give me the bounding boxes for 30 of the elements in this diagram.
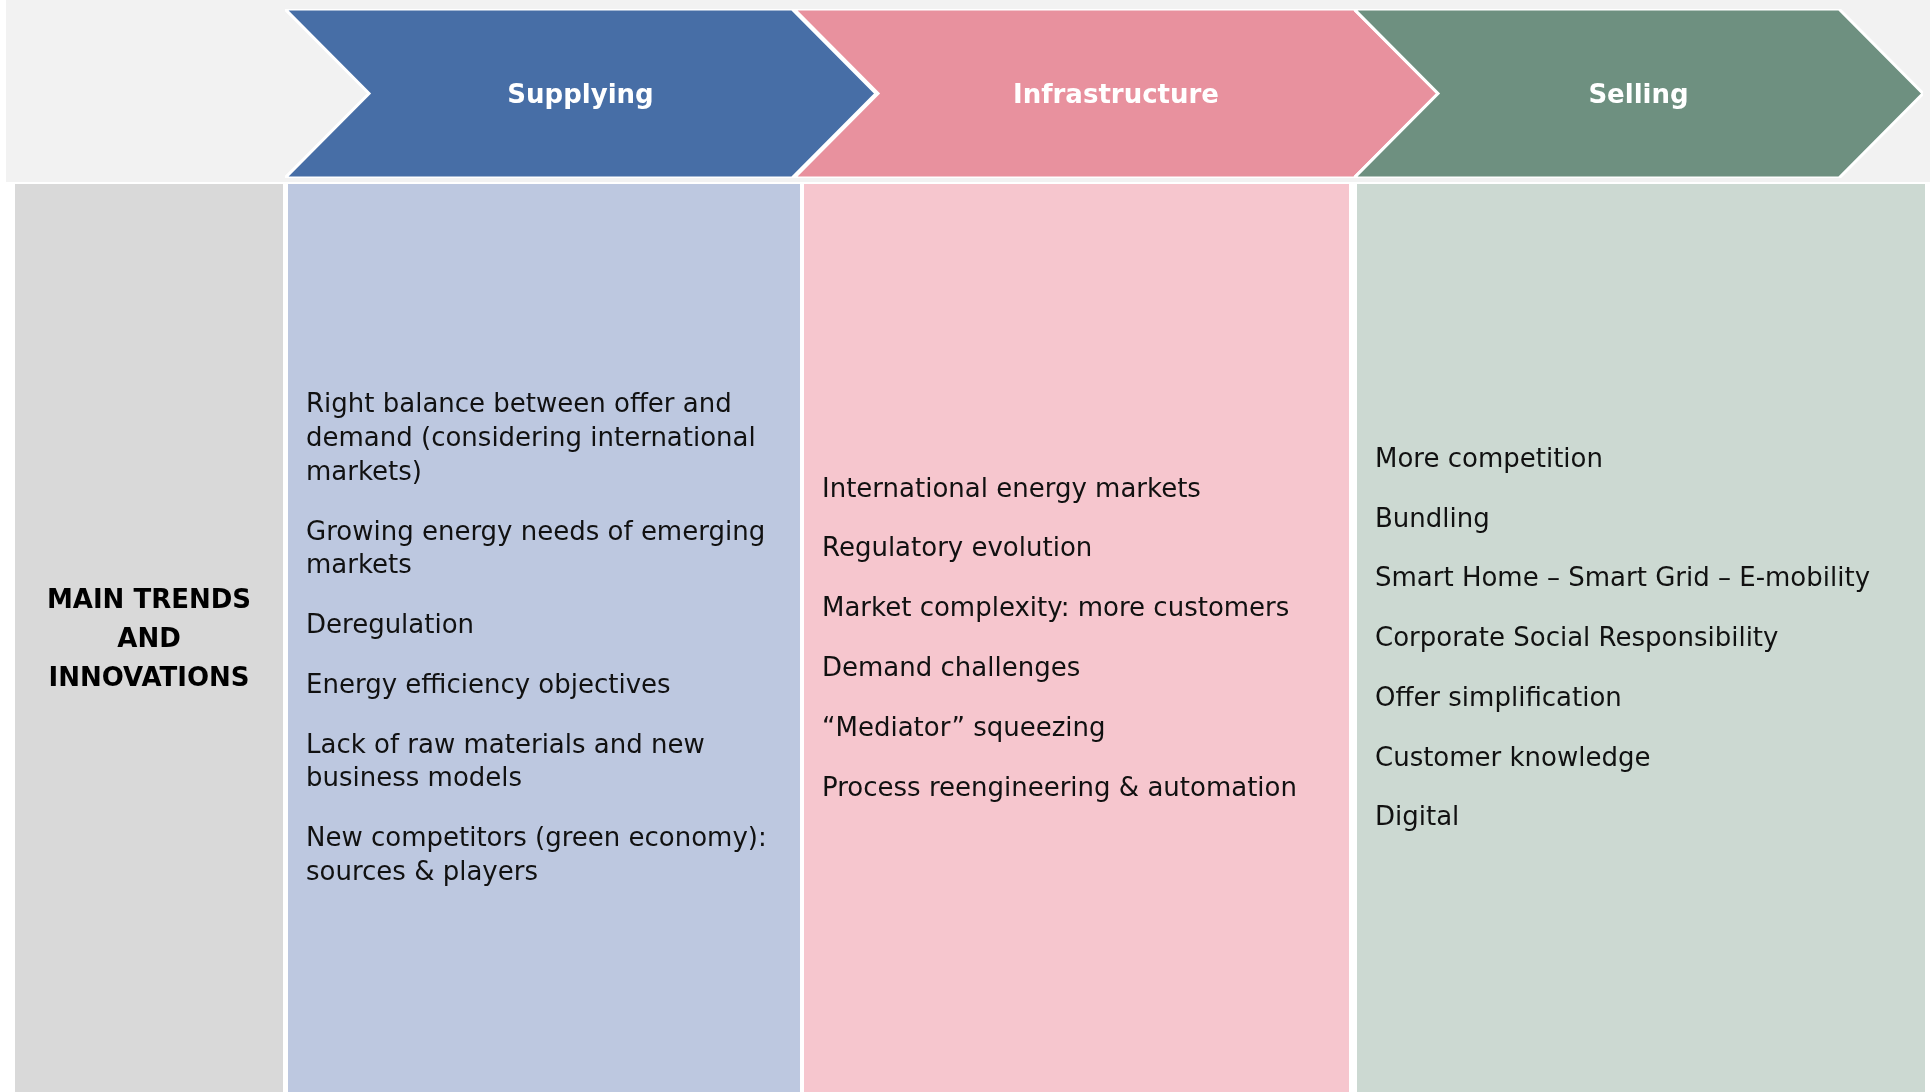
trend-item: Right balance between offer and demand (considering international markets) (306, 387, 757, 488)
trend-item: Growing energy needs of emerging markets (306, 514, 767, 582)
trend-item: “Mediator” squeezing (822, 710, 1107, 744)
trend-item: Bundling (1375, 501, 1491, 535)
stage-header-banner (794, 9, 1438, 178)
trend-item: Regulatory evolution (822, 531, 1094, 565)
trend-item: Smart Home – Smart Grid – E-mobility (1375, 561, 1872, 595)
trend-item: Process reengineering & automation (822, 770, 1298, 804)
stage-header-banner (1354, 9, 1923, 178)
column-panel (1357, 184, 1925, 1092)
trend-item: New competitors (green economy): sources & players (306, 821, 768, 889)
trend-item: International energy markets (822, 471, 1202, 505)
stage-title: Infrastructure (1012, 77, 1220, 111)
trend-item: Deregulation (306, 608, 476, 642)
row-header-text: MAIN TRENDS AND INNOVATIONS (45, 582, 253, 694)
trend-item: Lack of raw materials and new business models (306, 727, 706, 795)
column-panel (288, 184, 800, 1092)
trend-item: More competition (1375, 441, 1604, 475)
trend-item: Customer knowledge (1375, 740, 1652, 774)
trend-item: Offer simplification (1375, 680, 1623, 714)
trend-item: Corporate Social Responsibility (1375, 621, 1780, 655)
trend-item: Demand challenges (822, 651, 1082, 684)
trend-item: Market complexity: more customers (822, 591, 1291, 625)
trend-item: Energy efficiency objectives (306, 667, 672, 701)
column-panel (804, 184, 1349, 1092)
stage-header-banner (285, 9, 876, 178)
stage-title: Supplying (506, 77, 655, 111)
stage-title: Selling (1587, 77, 1690, 111)
trend-item: Digital (1375, 800, 1461, 834)
row-header-box (15, 184, 283, 1092)
